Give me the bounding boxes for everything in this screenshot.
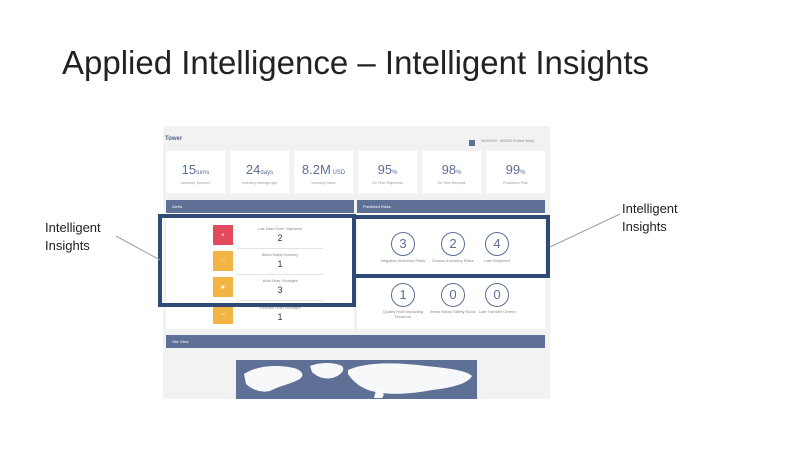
kpi-value: 95% (377, 162, 398, 177)
site-view-header: Site View (166, 335, 545, 348)
risk-late-transfer-orders[interactable]: 0 Late Transfer Orders (475, 283, 519, 343)
risk-count: 3 (391, 232, 415, 256)
callout-left: Intelligent Insights (45, 219, 101, 255)
date-range[interactable]: 04/16/2019 - 05/25/2019 (Next Week) (481, 139, 535, 143)
kpi-card-inventory-value[interactable]: 8.2M USD Inventory Value (294, 151, 353, 193)
dashboard-header: Tower 04/16/2019 - 05/25/2019 (Next Week… (163, 126, 550, 146)
risk-label: Negative Inventory Risks (380, 258, 426, 263)
risk-excess-inventory[interactable]: 2 Excess Inventory Risks (431, 232, 475, 292)
slide-title: Applied Intelligence – Intelligent Insig… (62, 44, 650, 81)
alert-label: Work Order Shortages (262, 279, 298, 283)
alert-below-safety-inventory[interactable]: □ Below Safety Inventory 1 (213, 251, 323, 275)
kpi-value: 98% (441, 162, 462, 177)
alerts-panel (166, 213, 354, 329)
risk-label: Late Shipment (484, 258, 510, 263)
highlight-box-predicted-risks (352, 215, 550, 278)
alert-count: 1 (277, 312, 283, 322)
risk-count: 2 (441, 232, 465, 256)
kpi-card-on-time-shipments[interactable]: 95% On Time Shipments (358, 151, 417, 193)
risk-negative-inventory[interactable]: 3 Negative Inventory Risks (381, 232, 425, 292)
alert-work-order-shortages[interactable]: ▣ Work Order Shortages 3 (213, 277, 323, 301)
alert-severity-icon: ▣ (213, 277, 233, 297)
alert-purchase-order-shortages[interactable]: ▭ Purchase Order Shortages 1 (213, 304, 323, 328)
risk-label: Excess Inventory Risks (432, 258, 474, 263)
kpi-value: 8.2M USD (301, 162, 346, 177)
kpi-label: Inventory Value (311, 181, 336, 185)
alert-count: 3 (277, 285, 283, 295)
world-map[interactable] (236, 360, 477, 399)
alert-count: 2 (277, 233, 283, 243)
kpi-label: On Time Receipts (437, 181, 466, 185)
risk-count: 4 (485, 232, 509, 256)
risk-count: 0 (485, 283, 509, 307)
alert-late-sales-order[interactable]: ill Late Sales Order Shipments 2 (213, 225, 323, 249)
kpi-card-inventory-age[interactable]: 24days Inventory Average age (230, 151, 289, 193)
kpi-label: Production Plan (503, 181, 528, 185)
alert-severity-icon: ▭ (213, 304, 233, 324)
alerts-header: Alerts (166, 200, 354, 213)
row-divider (237, 248, 323, 249)
risk-label: Items Below Safety Stock (430, 309, 476, 314)
risk-late-shipment[interactable]: 4 Late Shipment (475, 232, 519, 292)
alert-count: 1 (277, 259, 283, 269)
alert-severity-icon: □ (213, 251, 233, 271)
kpi-card-inventory-turnover[interactable]: 15turns Inventory Turnover (166, 151, 225, 193)
risk-label: Quality Hold Impacting Revenue (382, 309, 424, 319)
alert-label: Purchase Order Shortages (259, 306, 301, 310)
row-divider (237, 274, 323, 275)
kpi-card-production-plan[interactable]: 99% Production Plan (486, 151, 545, 193)
callout-right-text: Intelligent Insights (622, 201, 678, 234)
calendar-icon[interactable] (469, 140, 475, 146)
risk-label: Late Transfer Orders (478, 309, 516, 314)
alert-label: Late Sales Order Shipments (258, 227, 302, 231)
kpi-value: 15turns (181, 162, 210, 177)
row-divider (237, 300, 323, 301)
callout-right: Intelligent Insights (622, 200, 678, 236)
kpi-value: 24days (245, 162, 274, 177)
risk-count: 0 (441, 283, 465, 307)
alert-label: Below Safety Inventory (262, 253, 298, 257)
dashboard-title: Tower (165, 136, 183, 142)
predicted-risks-header: Predicted Risks (357, 200, 545, 213)
risk-count: 1 (391, 283, 415, 307)
kpi-label: On Time Shipments (372, 181, 403, 185)
risk-quality-hold[interactable]: 1 Quality Hold Impacting Revenue (381, 283, 425, 343)
kpi-value: 99% (505, 162, 526, 177)
alert-severity-icon: ill (213, 225, 233, 245)
world-map-graphic (244, 363, 472, 398)
kpi-card-on-time-receipts[interactable]: 98% On Time Receipts (422, 151, 481, 193)
kpi-label: Inventory Average age (242, 181, 277, 185)
risk-items-below-safety-stock[interactable]: 0 Items Below Safety Stock (430, 283, 476, 343)
kpi-label: Inventory Turnover (180, 181, 211, 185)
callout-left-text: Intelligent Insights (45, 220, 101, 253)
